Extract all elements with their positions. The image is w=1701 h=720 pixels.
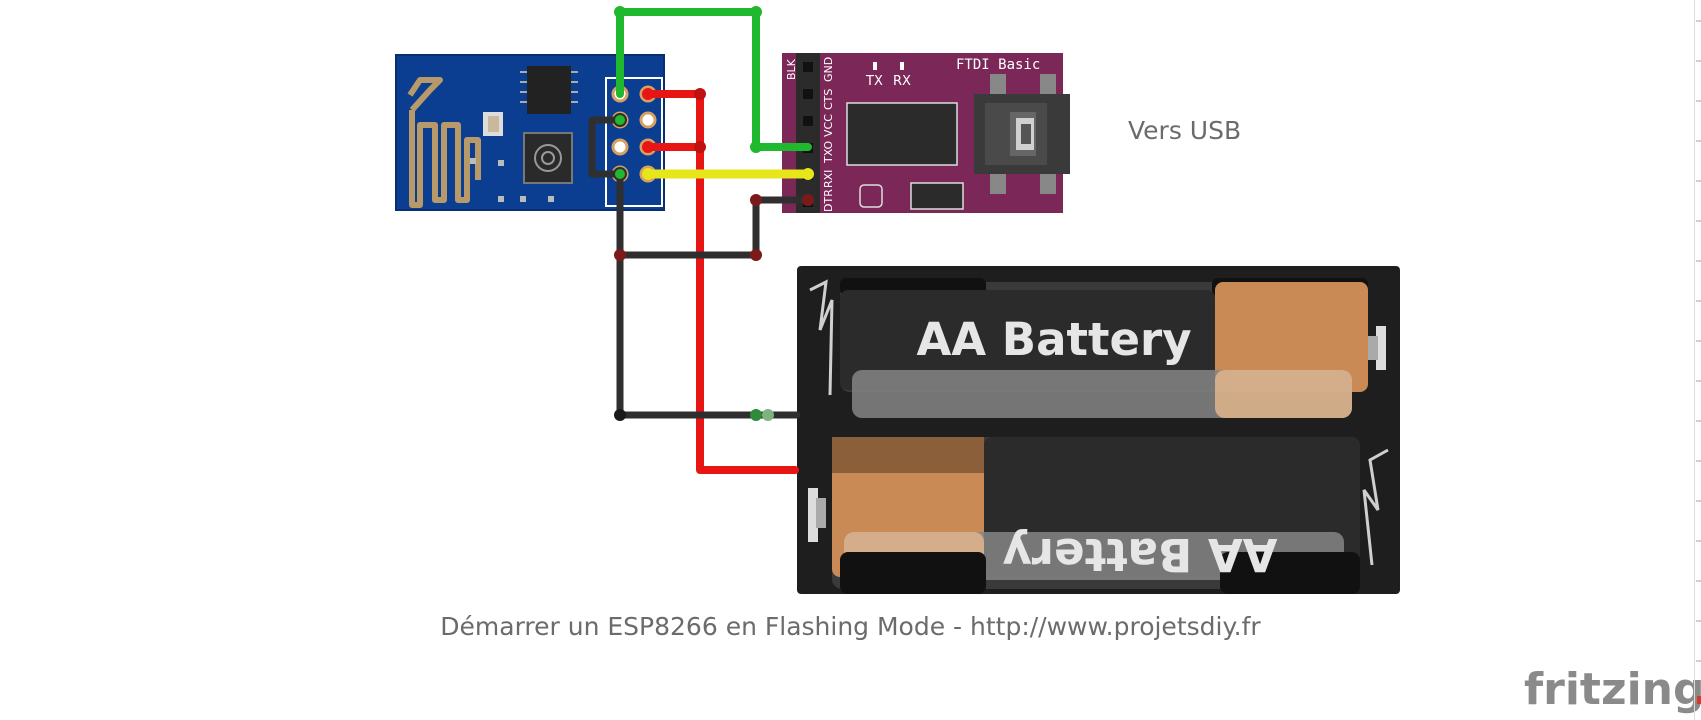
diagram-caption: Démarrer un ESP8266 en Flashing Mode - h… bbox=[440, 612, 1261, 641]
ftdi-pin-vcc: VCC bbox=[822, 114, 835, 137]
ftdi-pin-dtr: DTR bbox=[822, 189, 835, 212]
esp-header bbox=[605, 77, 663, 207]
ftdi-title: FTDI Basic bbox=[956, 57, 1040, 73]
ftdi-pin-gnd: GND bbox=[822, 57, 835, 82]
battery-top-label: AA Battery bbox=[916, 313, 1191, 366]
fritzing-logo: fritzing bbox=[1524, 664, 1701, 715]
antenna-trace bbox=[407, 77, 481, 208]
ftdi-board: BLK GND CTS VCC TXO RXI DTR TX RX FTDI B… bbox=[782, 53, 1070, 213]
battery-top-body bbox=[840, 290, 1215, 390]
ftdi-pin-cts: CTS bbox=[822, 89, 835, 110]
esp-chip bbox=[523, 132, 573, 184]
wires bbox=[588, 6, 814, 474]
flash-chip bbox=[527, 66, 571, 114]
ftdi-pin-txo: TXO bbox=[822, 140, 835, 164]
ftdi-pin-blk: BLK bbox=[785, 58, 798, 80]
ftdi-led-rx: RX bbox=[893, 74, 911, 89]
wire-red-vcc bbox=[644, 90, 799, 474]
ftdi-header bbox=[796, 53, 820, 213]
usb-connector bbox=[974, 74, 1070, 194]
ftdi-pin-rxi: RXI bbox=[822, 170, 835, 188]
ftdi-chip bbox=[846, 102, 958, 166]
usb-label: Vers USB bbox=[1128, 116, 1242, 145]
battery-bottom-label: AA Battery bbox=[1002, 528, 1277, 581]
edge-strip bbox=[1694, 0, 1701, 720]
ftdi-led-tx: TX bbox=[865, 74, 883, 89]
battery-top-cap bbox=[1215, 282, 1368, 392]
battery-holder: AA Battery AA Battery bbox=[797, 266, 1400, 594]
